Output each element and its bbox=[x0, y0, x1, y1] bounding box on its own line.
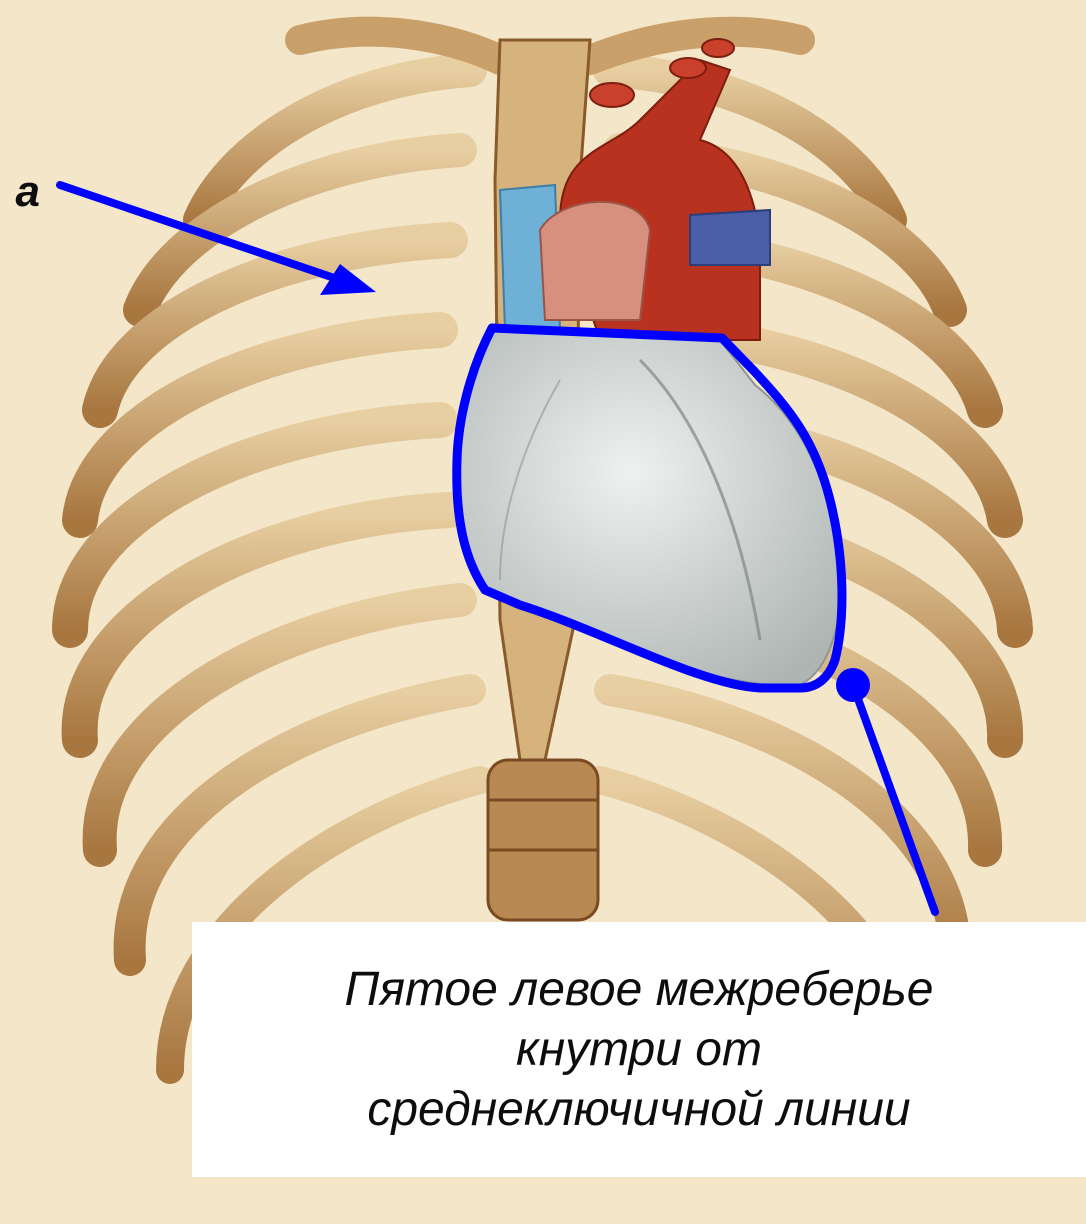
spine bbox=[488, 760, 598, 920]
dot-marker-icon bbox=[836, 668, 870, 702]
pulmonary-vein bbox=[690, 210, 770, 265]
caption-line-3: среднеключичной линии bbox=[367, 1080, 910, 1140]
caption-line-2: кнутри от bbox=[516, 1020, 762, 1080]
caption-box: Пятое левое межреберье кнутри от среднек… bbox=[192, 922, 1086, 1177]
top-left-label-fragment: а bbox=[0, 162, 40, 222]
caption-line-1: Пятое левое межреберье bbox=[345, 960, 934, 1020]
left-carotid bbox=[670, 58, 706, 78]
pulmonary-trunk bbox=[540, 202, 650, 320]
brachiocephalic-trunk bbox=[590, 83, 634, 107]
left-subclavian bbox=[702, 39, 734, 57]
